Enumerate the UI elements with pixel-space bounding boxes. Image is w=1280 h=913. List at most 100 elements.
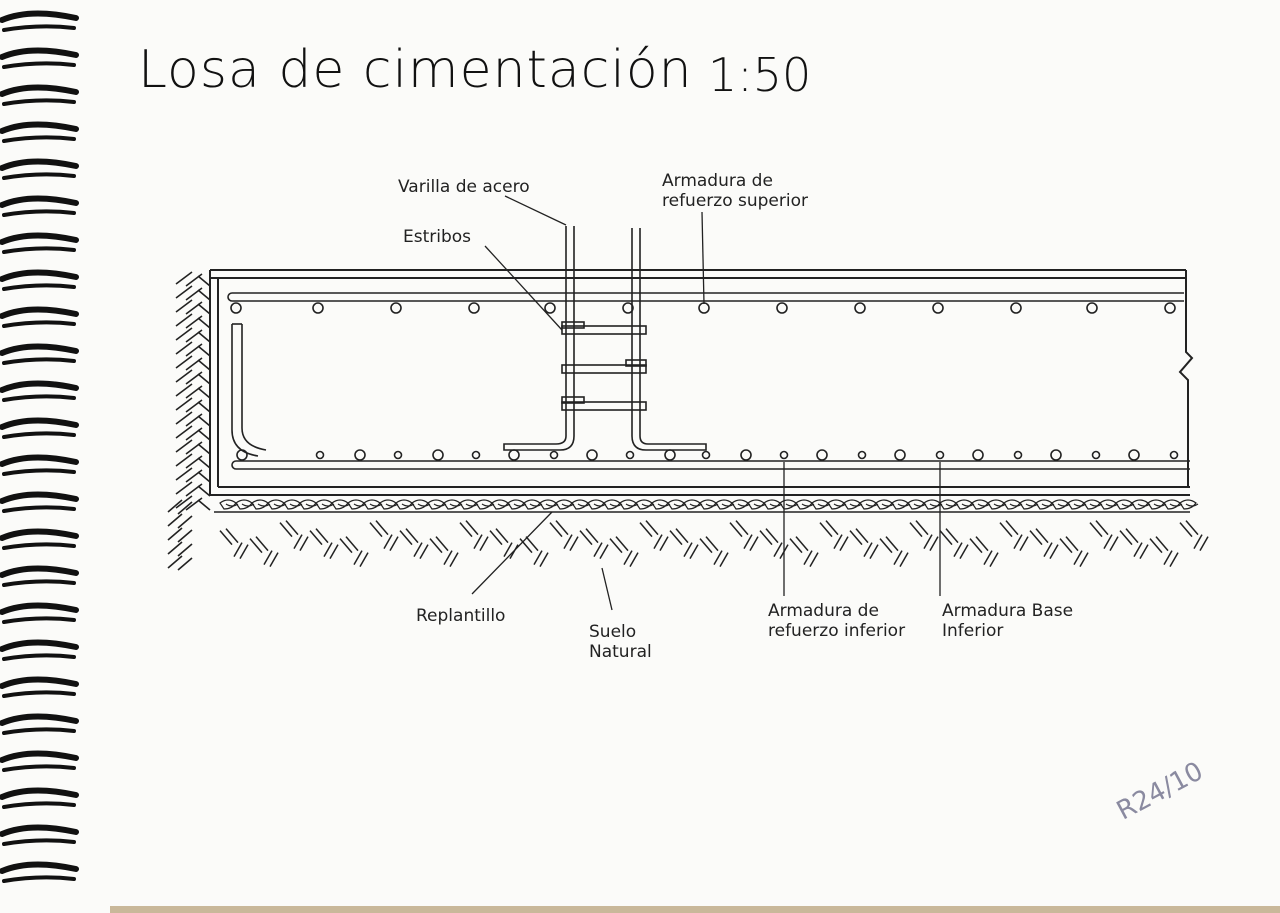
replantillo-layer (214, 499, 1199, 513)
hatch-stroke (555, 520, 569, 536)
hatch-stroke (177, 501, 193, 515)
hatch-stroke (359, 552, 369, 568)
hatch-stroke (615, 536, 629, 552)
hatch-stroke (849, 530, 863, 546)
spiral-loop (2, 801, 76, 809)
top-reinforcement-bar (227, 292, 1184, 302)
hatch-stroke (329, 544, 339, 560)
label-varilla: Varilla de acero (398, 177, 530, 197)
hatch-stroke (185, 455, 203, 469)
hatch-stroke (299, 536, 309, 552)
rebar-section (1086, 302, 1098, 314)
label-armadura-superior: Armadura de refuerzo superior (662, 171, 808, 211)
rebar-section (857, 450, 867, 460)
rebar-section (776, 302, 788, 314)
slab-outline (209, 269, 1194, 496)
rebar-section (1013, 450, 1023, 460)
hatch-stroke (399, 530, 413, 546)
hatch-stroke (185, 497, 203, 511)
hatch-stroke (197, 457, 211, 469)
spiral-loop (2, 61, 76, 69)
spiral-loop (0, 676, 79, 689)
hatch-stroke (383, 534, 393, 550)
rebar-section (586, 449, 598, 461)
hatch-stroke (1169, 552, 1179, 568)
rebar-section (1050, 449, 1062, 461)
spiral-loop (0, 861, 79, 874)
hatch-stroke (915, 520, 929, 536)
hatch-stroke (285, 520, 299, 536)
hatch-stroke (929, 536, 939, 552)
hatch-stroke (389, 536, 399, 552)
hatch-stroke (959, 544, 969, 560)
rebar-section (698, 302, 710, 314)
hatch-stroke (175, 341, 193, 355)
rebar-section (508, 449, 520, 461)
hatch-stroke (197, 373, 211, 385)
page-bottom-edge (110, 906, 1280, 913)
hatch-stroke (175, 439, 193, 453)
label-armadura-base-inferior: Armadura Base Inferior (942, 601, 1074, 641)
spiral-loop (0, 417, 79, 430)
hatch-stroke (185, 469, 203, 483)
hatch-stroke (233, 542, 243, 558)
hatch-stroke (419, 544, 429, 560)
spiral-loop (2, 394, 76, 402)
hatch-stroke (495, 528, 509, 544)
spiral-loop (2, 764, 76, 772)
spiral-binding-icon (0, 10, 79, 883)
hatch-stroke (645, 520, 659, 536)
hatch-stroke (1089, 522, 1103, 538)
hatch-stroke (185, 413, 203, 427)
hatch-stroke (185, 301, 203, 315)
hatch-stroke (489, 530, 503, 546)
hatch-stroke (939, 530, 953, 546)
hatch-stroke (1199, 536, 1209, 552)
drawing-title: Losa de cimentación (138, 40, 693, 100)
hatch-stroke (533, 550, 543, 566)
spiral-loop (2, 875, 76, 883)
column-bars (503, 226, 707, 451)
hatch-stroke (197, 303, 211, 315)
spiral-loop (2, 542, 76, 550)
hatch-stroke (599, 544, 609, 560)
hatch-stroke (1079, 552, 1089, 568)
spiral-loop (2, 209, 76, 217)
replantillo-stone (1185, 503, 1199, 507)
hatch-stroke (675, 528, 689, 544)
hatch-stroke (1013, 534, 1023, 550)
hatch-stroke (185, 385, 203, 399)
hatch-stroke (413, 542, 423, 558)
hatch-stroke (999, 522, 1013, 538)
hatch-stroke (945, 528, 959, 544)
replantillo-stone (1179, 499, 1197, 510)
hatch-stroke (525, 536, 539, 552)
spiral-loop (2, 838, 76, 846)
rebar-section (935, 450, 945, 460)
hatch-stroke (239, 544, 249, 560)
hatch-stroke (1029, 530, 1043, 546)
hatch-stroke (1185, 520, 1199, 536)
hatch-stroke (309, 530, 323, 546)
label-estribos: Estribos (403, 227, 472, 247)
rebar-section (664, 449, 676, 461)
hatch-stroke (175, 299, 193, 313)
hatch-stroke (293, 534, 303, 550)
spiral-loop (0, 232, 79, 245)
spiral-loop (2, 431, 76, 439)
hatch-stroke (185, 441, 203, 455)
hatch-stroke (197, 443, 211, 455)
hatch-stroke (197, 387, 211, 399)
rebar-section (236, 449, 248, 461)
bottom-reinforcement-bar (231, 460, 1190, 470)
hatch-stroke (175, 425, 193, 439)
hatch-stroke (279, 522, 293, 538)
rebar-section (625, 450, 635, 460)
label-armadura-refuerzo-inferior: Armadura de refuerzo inferior (768, 601, 906, 641)
hatch-stroke (175, 369, 193, 383)
hatch-stroke (639, 522, 653, 538)
hatch-stroke (459, 522, 473, 538)
hatch-stroke (429, 538, 443, 554)
rebar-section (779, 450, 789, 460)
